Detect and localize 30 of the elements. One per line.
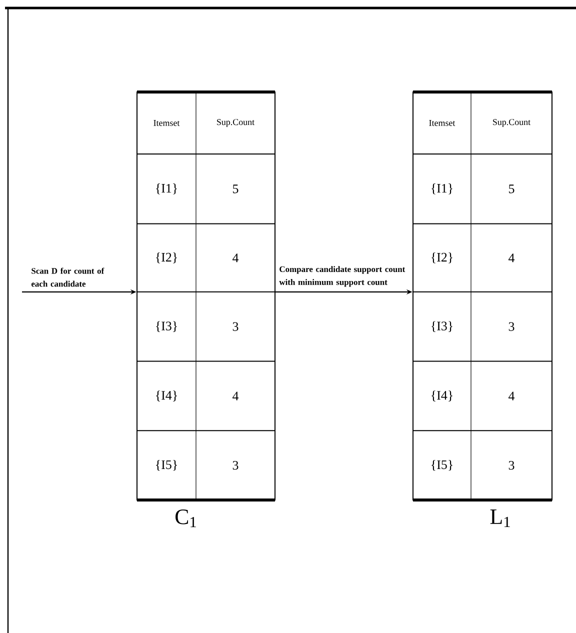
cell-value: {I2} bbox=[432, 252, 452, 264]
table bbox=[136, 90, 276, 502]
cell-value: 3 bbox=[508, 322, 514, 331]
column-header: Sup.Count bbox=[217, 119, 254, 127]
table-name: C$_{1}$ bbox=[176, 510, 196, 528]
table bbox=[412, 90, 552, 502]
cell-value: 4 bbox=[232, 392, 239, 400]
cell-value: 3 bbox=[232, 460, 238, 470]
cell-value: {I1} bbox=[432, 184, 452, 194]
cell-value: 3 bbox=[508, 460, 514, 470]
table-name: L$_{1}$ bbox=[490, 510, 510, 527]
cell-value: 4 bbox=[508, 254, 515, 262]
cell-value: 3 bbox=[232, 322, 238, 331]
cell-value: {I1} bbox=[156, 184, 177, 194]
cell-value: 5 bbox=[509, 184, 514, 194]
edge-label: Compare candidate support count with minimum support count bbox=[278, 265, 408, 288]
cell-value: {I2} bbox=[156, 252, 177, 264]
cell-value: 4 bbox=[232, 254, 239, 262]
cell-value: {I3} bbox=[432, 321, 452, 332]
column-header: Sup.Count bbox=[493, 119, 530, 127]
cell-value: {I5} bbox=[432, 460, 452, 471]
cell-value: {I4} bbox=[432, 390, 452, 402]
cell-value: 4 bbox=[508, 392, 515, 400]
column-header: Itemset bbox=[154, 120, 180, 126]
cell-value: {I3} bbox=[156, 321, 177, 332]
column-header: Itemset bbox=[429, 120, 456, 126]
cell-value: {I5} bbox=[156, 460, 177, 471]
cell-value: 5 bbox=[233, 184, 238, 194]
cell-value: {I4} bbox=[156, 390, 177, 402]
edge-label: Scan D for count of each candidate bbox=[30, 266, 110, 288]
